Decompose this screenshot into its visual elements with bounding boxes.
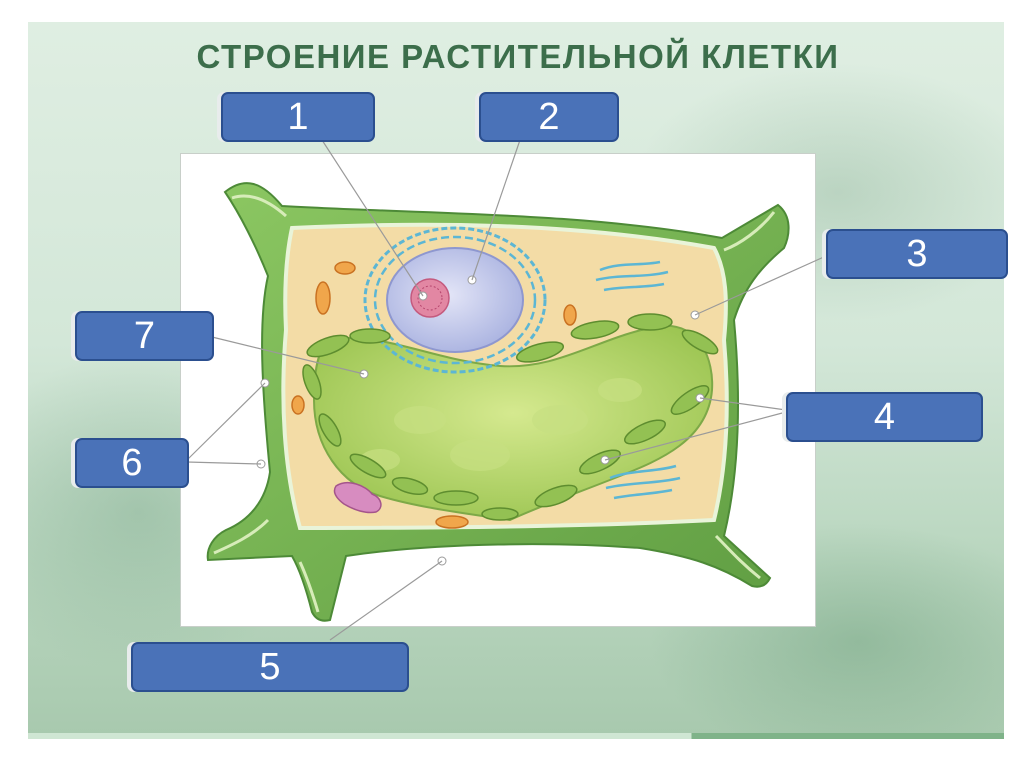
nucleolus-texture: [417, 285, 443, 311]
golgi-apparatus: [333, 482, 382, 514]
nucleolus: [410, 278, 450, 318]
label-box-2[interactable]: 2: [479, 92, 619, 142]
nucleus: [386, 247, 524, 353]
pore-dots: [359, 275, 705, 566]
vacuole-texture: [360, 378, 642, 471]
label-box-7[interactable]: 7: [75, 311, 214, 361]
label-box-4[interactable]: 4: [786, 392, 983, 442]
endoplasmic-reticulum-strands: [595, 260, 681, 500]
label-box-3[interactable]: 3: [826, 229, 1008, 279]
slide-title: СТРОЕНИЕ РАСТИТЕЛЬНОЙ КЛЕТКИ: [196, 38, 840, 75]
label-box-5[interactable]: 5: [131, 642, 409, 692]
cell-wall-middle-lamella: [213, 194, 776, 613]
endoplasmic-reticulum: [373, 235, 537, 365]
mitochondria: [291, 261, 577, 529]
vacuole: [312, 324, 714, 522]
label-box-6[interactable]: 6: [75, 438, 189, 488]
nuclear-envelope-er: [363, 226, 547, 374]
chloroplasts: [302, 313, 719, 521]
leader-lines: [186, 139, 827, 641]
label-box-1[interactable]: 1: [221, 92, 375, 142]
bottom-bar: [28, 733, 1004, 739]
